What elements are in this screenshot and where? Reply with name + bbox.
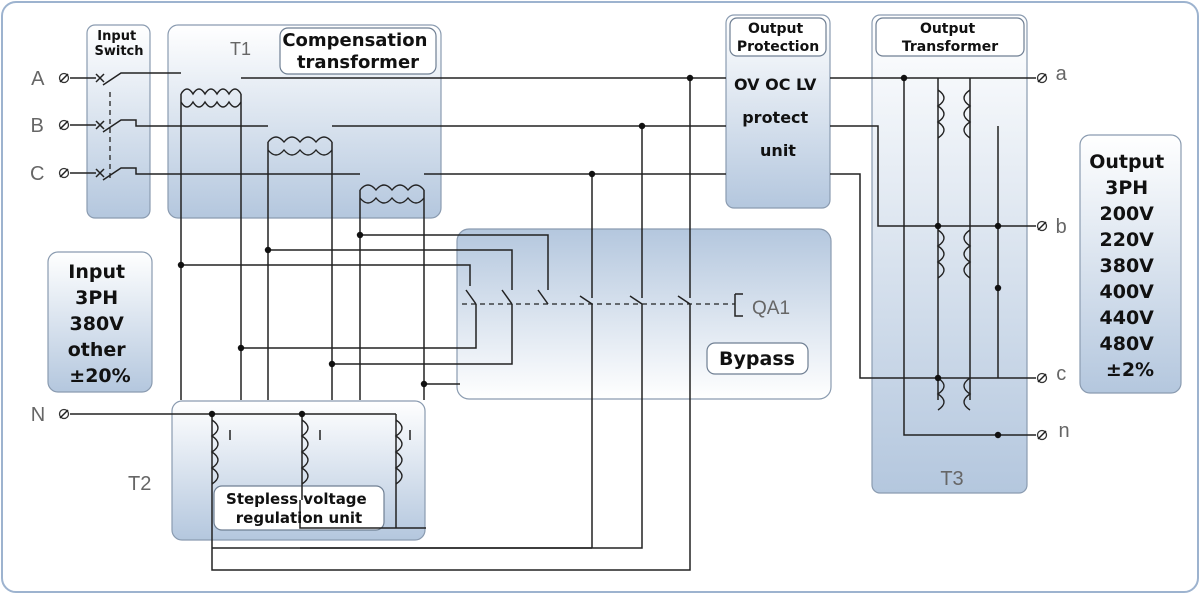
terminal-a-input: A (31, 68, 45, 90)
output-protection-label: Output Protection (737, 21, 819, 55)
output-transformer-line-1: Output (920, 21, 976, 37)
t2-label: T2 (128, 473, 151, 495)
output-protection-line-1: Output (748, 21, 804, 37)
output-transformer-box (871, 14, 1028, 494)
input-switch-label: Input Switch (94, 29, 143, 59)
bypass-pill (706, 342, 809, 375)
output-spec-label: Output 3PH 200V 220V 380V 400V 440V 480V… (1089, 151, 1171, 381)
terminal-n-input: N (31, 404, 45, 426)
bypass-label: Bypass (719, 348, 795, 370)
input-spec-line-5: ±20% (69, 365, 130, 387)
terminal-n-output: n (1058, 420, 1069, 442)
input-switch-line-1: Input (97, 29, 136, 44)
protect-unit-line-1: OV OC LV (734, 75, 817, 94)
compensation-pill (279, 27, 437, 75)
input-spec-line-3: 380V (70, 313, 125, 335)
output-spec-line-8: 480V (1100, 333, 1155, 355)
stepless-line-1: Stepless voltage (226, 490, 367, 508)
protect-unit-line-2: protect (742, 108, 808, 127)
terminal-a-output: a (1056, 63, 1068, 85)
output-terminal-labels: a b c n (1056, 63, 1073, 442)
output-spec-line-7: 440V (1100, 307, 1155, 329)
output-spec-line-1: Output (1089, 151, 1164, 173)
compensation-line-2: transformer (297, 52, 419, 73)
compensation-label: Compensation transformer (282, 30, 433, 73)
terminal-c-output: c (1056, 363, 1066, 385)
stepless-line-2: regulation unit (236, 509, 362, 527)
input-spec-line-2: 3PH (75, 287, 118, 309)
input-spec-box (47, 251, 153, 393)
terminal-b-input: B (31, 115, 44, 137)
output-spec-line-5: 380V (1100, 255, 1155, 277)
output-spec-line-4: 220V (1100, 229, 1155, 251)
terminal-c-input: C (30, 163, 44, 185)
output-protection-box (725, 14, 831, 209)
t1-label: T1 (230, 39, 251, 59)
t3-label: T3 (940, 468, 963, 490)
output-transformer-pill (875, 17, 1025, 57)
wiring (70, 72, 1036, 571)
qa1-label: QA1 (752, 298, 790, 319)
output-spec-line-9: ±2% (1106, 359, 1154, 381)
output-transformer-label: Output Transformer (902, 21, 998, 55)
protect-unit-line-3: unit (760, 141, 796, 160)
terminals (58, 72, 1048, 441)
compensation-line-1: Compensation (282, 30, 427, 51)
stepless-label: Stepless voltage regulation unit (226, 490, 372, 527)
output-spec-line-2: 3PH (1105, 177, 1148, 199)
terminal-b-output: b (1056, 216, 1067, 238)
t2-coils (210, 419, 403, 485)
output-transformer-line-2: Transformer (902, 39, 998, 55)
input-switch-line-2: Switch (94, 44, 143, 59)
output-spec-line-3: 200V (1100, 203, 1155, 225)
junction-dots (177, 74, 1002, 439)
output-protection-pill (729, 17, 827, 57)
output-protection-line-2: Protection (737, 39, 819, 55)
stepless-pill (213, 485, 385, 531)
t1-coils (180, 88, 425, 204)
output-spec-box (1079, 134, 1182, 394)
input-spec-line-4: other (68, 339, 127, 361)
input-spec-label: Input 3PH 380V other ±20% (68, 261, 133, 387)
t3-coils (936, 89, 972, 411)
input-spec-line-1: Input (68, 261, 125, 283)
input-terminal-labels: A B C N (30, 68, 50, 426)
protect-unit-label: OV OC LV protect unit (734, 75, 822, 160)
output-spec-line-6: 400V (1100, 281, 1155, 303)
